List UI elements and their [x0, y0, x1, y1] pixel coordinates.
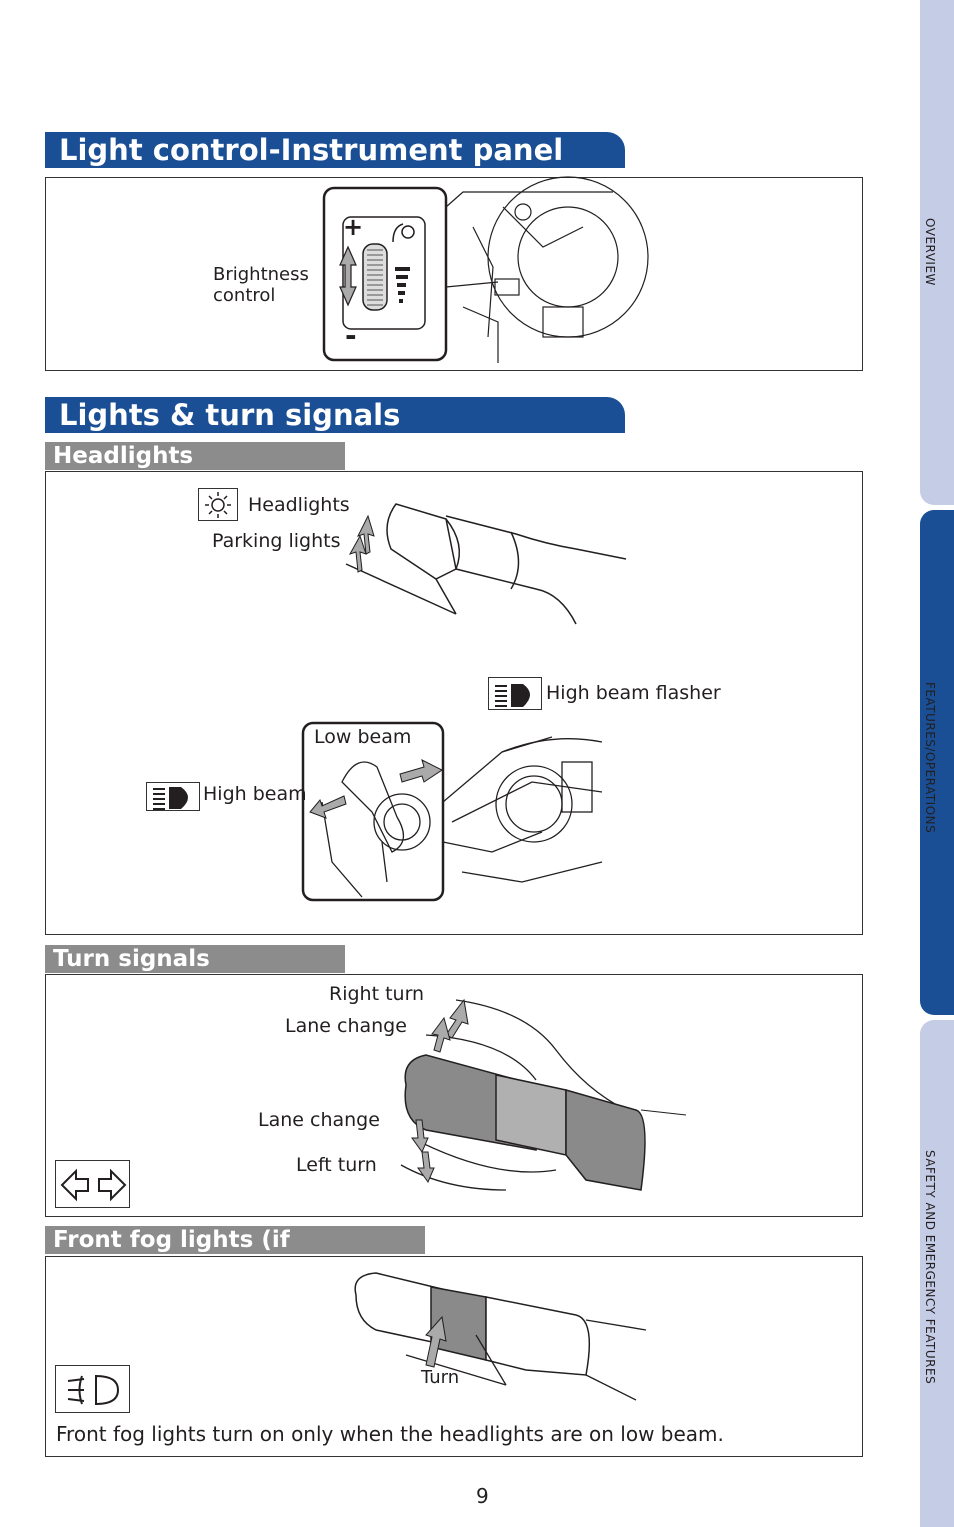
high-beam-label: High beam	[203, 783, 307, 805]
low-high-beam-illustration	[301, 721, 603, 902]
page-number: 9	[476, 1484, 489, 1508]
fog-turn-label: Turn	[421, 1367, 460, 1388]
headlight-stalk-illustration	[345, 503, 627, 625]
low-beam-label: Low beam	[314, 726, 412, 748]
subtitle-headlights: Headlights	[45, 442, 345, 470]
left-turn-label: Left turn	[296, 1154, 377, 1176]
parking-lights-label: Parking lights	[212, 530, 341, 552]
turn-signal-stalk-illustration	[400, 998, 687, 1191]
fog-light-icon	[55, 1365, 130, 1413]
headlights-box: Headlights Parking lights High beam flas…	[45, 471, 863, 935]
high-beam-icon	[146, 782, 200, 811]
instrument-panel-box: Brightness control + -	[45, 176, 863, 371]
section-title-lights-turn: Lights & turn signals	[45, 397, 625, 433]
section-title-instrument-panel: Light control-Instrument panel	[45, 132, 625, 168]
headlight-sun-icon	[198, 488, 238, 521]
subtitle-fog-lights: Front fog lights (if equipped)	[45, 1226, 425, 1281]
side-tab-safety[interactable]	[920, 1020, 954, 1527]
turn-signals-box: Right turn Lane change Lane change Left …	[45, 974, 863, 1217]
fog-lights-box: Turn Front fog lights turn on only when …	[45, 1256, 863, 1457]
headlights-label: Headlights	[248, 494, 350, 516]
fog-note: Front fog lights turn on only when the h…	[56, 1422, 724, 1446]
right-turn-label: Right turn	[329, 983, 425, 1005]
lane-change-down-label: Lane change	[258, 1109, 380, 1131]
subtitle-turn-signals: Turn signals	[45, 945, 345, 973]
side-tab-label-features: FEATURES/OPERATIONS	[923, 682, 937, 834]
turn-signal-arrows-icon	[55, 1160, 130, 1208]
svg-text:+: +	[343, 213, 363, 241]
brightness-switch-illustration: + -	[322, 176, 649, 363]
brightness-control-label: Brightness control	[213, 264, 309, 306]
svg-text:-: -	[345, 319, 357, 352]
high-beam-flasher-label: High beam flasher	[546, 682, 721, 704]
side-tab-label-safety: SAFETY AND EMERGENCY FEATURES	[923, 1150, 937, 1385]
side-tab-label-overview: OVERVIEW	[923, 218, 937, 286]
side-tab-features[interactable]	[920, 510, 954, 1015]
fog-stalk-illustration	[354, 1272, 647, 1401]
lane-change-up-label: Lane change	[285, 1015, 407, 1037]
side-tab-overview[interactable]	[920, 0, 954, 505]
high-beam-flasher-icon	[488, 677, 542, 710]
